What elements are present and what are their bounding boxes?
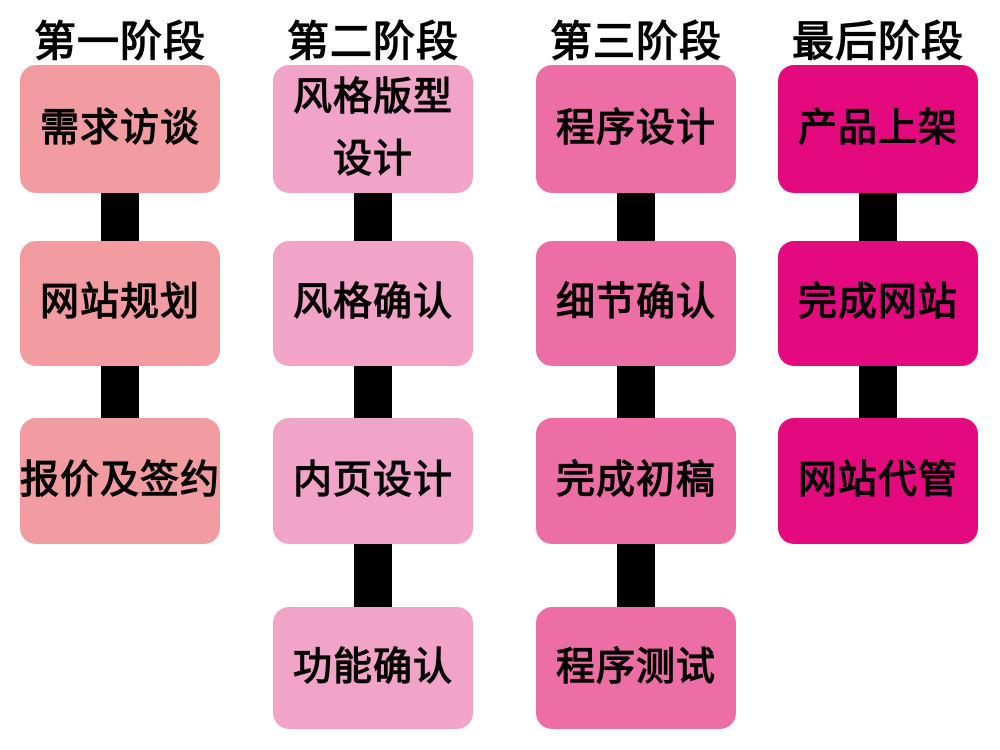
phase-title: 第二阶段	[286, 18, 459, 65]
phase-title: 最后阶段	[791, 18, 964, 65]
flow-box: 产品上架	[778, 65, 978, 193]
phase-column-3: 第三阶段 程序设计 细节确认 完成初稿 程序测试	[536, 0, 736, 750]
connector-bar	[617, 358, 655, 428]
phase-column-2: 第二阶段 风格版型 设计 风格确认 内页设计 功能确认	[273, 0, 473, 750]
flow-box: 细节确认	[536, 241, 736, 366]
flow-box: 网站规划	[20, 241, 220, 366]
phase-title: 第三阶段	[549, 18, 722, 65]
flow-box: 网站代管	[778, 418, 978, 544]
phase-column-final: 最后阶段 产品上架 完成网站 网站代管	[778, 0, 978, 750]
phase-column-1: 第一阶段 需求访谈 网站规划 报价及签约	[20, 0, 220, 750]
connector-bar	[617, 536, 655, 617]
connector-bar	[617, 185, 655, 251]
connector-bar	[354, 536, 392, 617]
connector-bar	[354, 358, 392, 428]
flow-box: 完成网站	[778, 241, 978, 366]
flow-box: 完成初稿	[536, 418, 736, 544]
flow-box: 功能确认	[273, 607, 473, 729]
connector-bar	[859, 185, 897, 251]
connector-bar	[101, 358, 139, 428]
flow-box: 风格确认	[273, 241, 473, 366]
flow-box: 报价及签约	[20, 418, 220, 544]
flow-box: 风格版型 设计	[273, 65, 473, 193]
flow-box: 程序设计	[536, 65, 736, 193]
flow-box: 程序测试	[536, 607, 736, 729]
connector-bar	[101, 185, 139, 251]
connector-bar	[354, 185, 392, 251]
connector-bar	[859, 358, 897, 428]
phase-title: 第一阶段	[33, 18, 206, 65]
flow-box: 内页设计	[273, 418, 473, 544]
flow-box: 需求访谈	[20, 65, 220, 193]
